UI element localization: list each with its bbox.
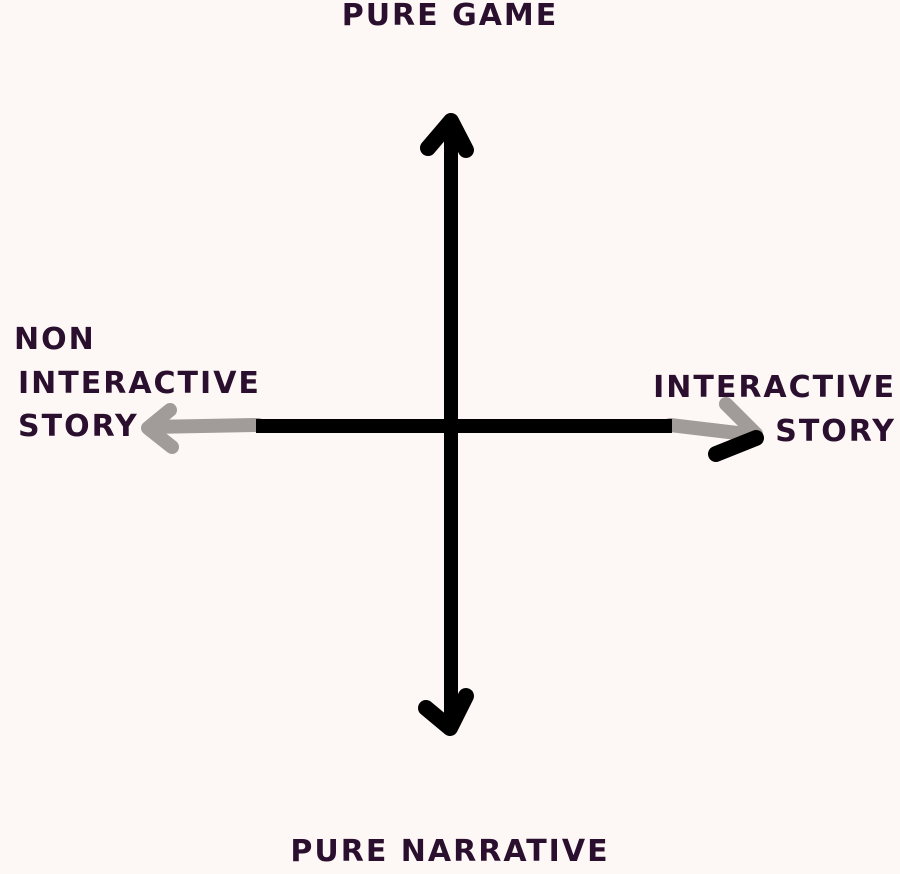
axes-diagram <box>141 113 764 736</box>
left-label-line: STORY <box>18 409 139 444</box>
left-arrowhead <box>141 403 179 454</box>
right-label-line: INTERACTIVE <box>653 370 896 405</box>
top-label-text: PURE GAME <box>341 0 559 33</box>
left-label: NON INTERACTIVE STORY <box>14 318 261 449</box>
left-label-line: NON <box>14 322 96 357</box>
bottom-arrowhead <box>418 688 474 736</box>
bottom-label: PURE NARRATIVE <box>0 830 900 874</box>
top-label: PURE GAME <box>0 0 900 38</box>
right-label-line: STORY <box>775 413 896 449</box>
right-arrowhead-lower <box>708 430 764 462</box>
bottom-label-text: PURE NARRATIVE <box>290 834 610 869</box>
left-label-line: INTERACTIVE <box>18 365 261 401</box>
top-arrowhead <box>420 113 474 158</box>
right-label: INTERACTIVE STORY <box>653 366 896 453</box>
right-arrowhead-upper <box>719 397 763 441</box>
right-axis-extension <box>663 418 761 442</box>
left-axis-extension <box>143 418 265 434</box>
